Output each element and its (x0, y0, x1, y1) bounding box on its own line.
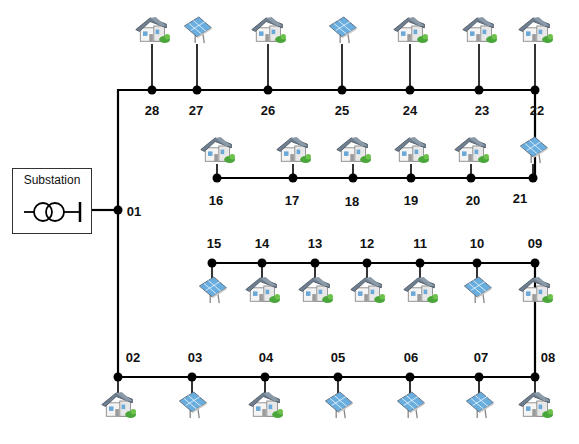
substation-label: Substation (13, 169, 91, 187)
substation-box: Substation (12, 168, 92, 234)
house-icon (519, 17, 553, 43)
bus-dot (148, 86, 157, 95)
bus-number: 13 (308, 237, 322, 250)
bus-number: 24 (403, 104, 417, 117)
house-icon (463, 17, 497, 43)
bus-number: 18 (345, 195, 359, 208)
service-drop (478, 44, 480, 90)
bus-dot (311, 259, 320, 268)
bus-dot (334, 373, 343, 382)
solar-panel-icon (179, 392, 206, 418)
bus-dot (416, 259, 425, 268)
bus-dot (467, 174, 476, 183)
service-drop (196, 44, 198, 90)
bus-dot (531, 86, 540, 95)
bus-number: 11 (413, 237, 427, 250)
bus-dot (258, 259, 267, 268)
solar-panel-icon (464, 277, 491, 303)
bus-number: 02 (126, 351, 140, 364)
bus-dot (261, 373, 270, 382)
bus-dot (531, 373, 540, 382)
house-icon (395, 137, 429, 163)
bus-dot (208, 259, 217, 268)
house-icon (351, 277, 385, 303)
bus-dot (531, 259, 540, 268)
house-icon (246, 277, 280, 303)
bus-number: 03 (188, 351, 202, 364)
bus-dot (473, 259, 482, 268)
bus-number: 21 (513, 192, 527, 205)
house-icon (249, 392, 283, 418)
service-drop (151, 44, 153, 90)
bus-number: 04 (259, 351, 273, 364)
house-icon (299, 277, 333, 303)
house-icon (277, 137, 311, 163)
bus-dot (363, 259, 372, 268)
bus-dot (529, 174, 538, 183)
bus-number: 10 (470, 237, 484, 250)
house-icon (394, 17, 428, 43)
solar-panel-icon (329, 17, 356, 43)
house-icon (102, 392, 136, 418)
bus-dot (264, 86, 273, 95)
bus-number: 12 (360, 237, 374, 250)
bus-number: 19 (404, 194, 418, 207)
bus-number: 09 (528, 237, 542, 250)
transformer-symbol (24, 202, 80, 222)
service-drop (534, 44, 536, 90)
bus-number: 27 (189, 104, 203, 117)
bus-dot (193, 86, 202, 95)
bus-number: 05 (331, 351, 345, 364)
bus-dot (213, 174, 222, 183)
solar-panel-icon (199, 277, 226, 303)
solar-panel-icon (184, 17, 211, 43)
bus-number: 01 (127, 205, 141, 218)
bus-number: 07 (474, 351, 488, 364)
solar-panel-icon (520, 137, 547, 163)
bus-number: 15 (207, 237, 221, 250)
bus-number: 23 (475, 104, 489, 117)
house-icon (455, 137, 489, 163)
house-icon (519, 277, 553, 303)
bus-number: 17 (285, 194, 299, 207)
bus-dot (338, 86, 347, 95)
bus-dots (114, 86, 540, 382)
bus-dot (114, 206, 123, 215)
solar-panel-icon (466, 392, 493, 418)
bus-number: 20 (466, 194, 480, 207)
solar-panel-icon (397, 392, 424, 418)
bus-number: 14 (255, 237, 269, 250)
bus-number: 25 (335, 104, 349, 117)
bus-number: 22 (530, 104, 544, 117)
customer-icons (102, 17, 553, 418)
bus-dot (407, 174, 416, 183)
bus-dot (289, 174, 298, 183)
house-icon (404, 277, 438, 303)
bus-number: 16 (209, 194, 223, 207)
bus-number: 28 (145, 104, 159, 117)
service-drop (409, 44, 411, 90)
bus-number: 26 (261, 104, 275, 117)
bus-dot (114, 373, 123, 382)
bus-number: 06 (404, 351, 418, 364)
feeder-lines (92, 90, 535, 377)
house-icon (252, 17, 286, 43)
bus-dot (406, 373, 415, 382)
bus-number: 08 (541, 351, 555, 364)
bus-dot (406, 86, 415, 95)
bus-dot (475, 86, 484, 95)
house-icon (201, 137, 235, 163)
bus-dot (475, 373, 484, 382)
service-drop (267, 44, 269, 90)
solar-panel-icon (325, 392, 352, 418)
house-icon (337, 137, 371, 163)
bus-dot (188, 373, 197, 382)
service-drop (341, 44, 343, 90)
house-icon (519, 392, 553, 418)
bus-dot (349, 174, 358, 183)
house-icon (136, 17, 170, 43)
